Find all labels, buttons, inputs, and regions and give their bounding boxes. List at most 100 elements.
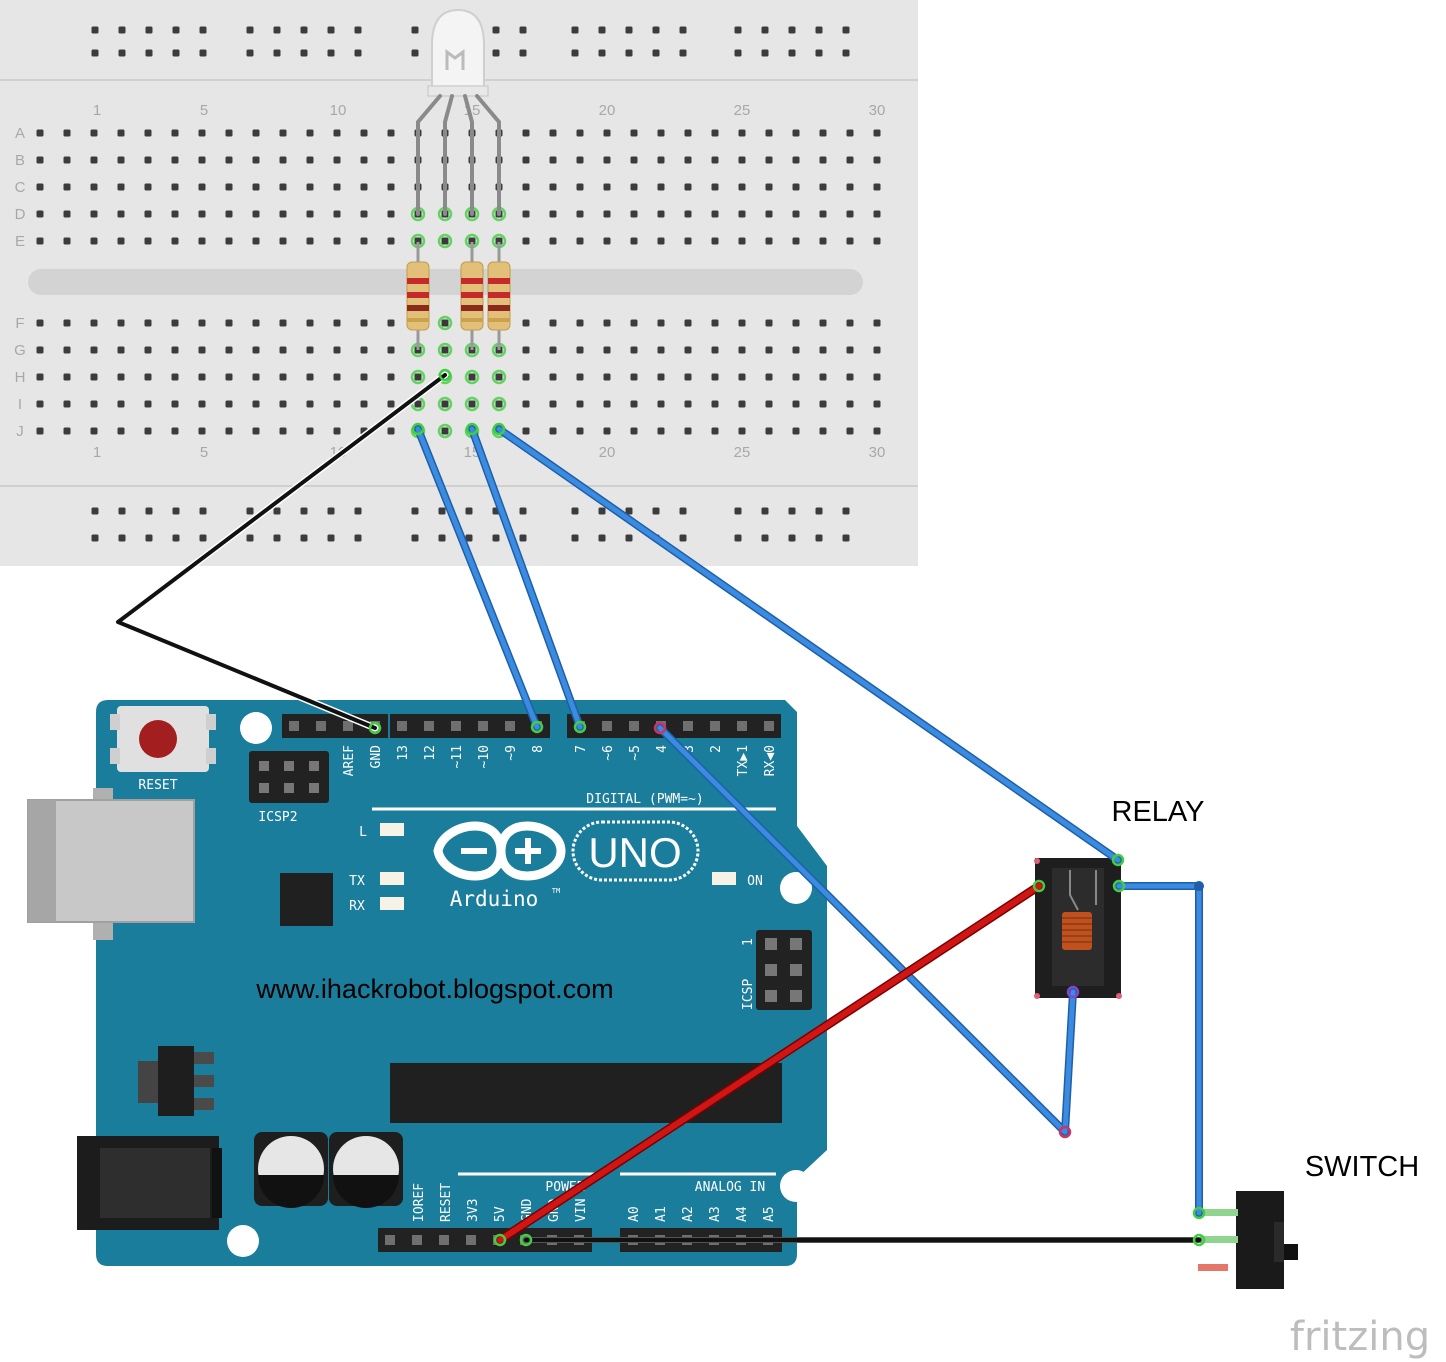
icsp-label: ICSP (741, 979, 756, 1010)
header-pin (451, 721, 461, 731)
rail-hole (815, 49, 823, 57)
wire-relay-to-switch[interactable] (1116, 883, 1202, 1216)
pin-label: 7 (574, 745, 589, 753)
connected-hole (437, 315, 453, 331)
breadboard-hole (252, 210, 260, 218)
breadboard-hole (846, 210, 854, 218)
wire-led-to-relay[interactable] (496, 426, 1121, 863)
connected-hole (410, 369, 426, 385)
breadboard-hole (63, 183, 71, 191)
breadboard-hole (603, 210, 611, 218)
row-letter: B (15, 152, 25, 169)
breadboard-hole (63, 129, 71, 137)
breadboard-hole (657, 346, 665, 354)
breadboard-hole (684, 129, 692, 137)
breadboard-hole (36, 156, 44, 164)
switch-actuator[interactable] (1284, 1244, 1298, 1260)
row-letter: I (18, 396, 22, 413)
breadboard-hole (279, 400, 287, 408)
breadboard-hole (549, 427, 557, 435)
trademark: TM (552, 887, 560, 895)
breadboard-hole (819, 156, 827, 164)
breadboard-hole (171, 129, 179, 137)
breadboard-hole (603, 129, 611, 137)
rail-hole (354, 534, 362, 542)
breadboard-hole (225, 373, 233, 381)
breadboard-hole (711, 129, 719, 137)
header-pin (466, 1235, 476, 1245)
rail-hole (300, 26, 308, 34)
pin-label: ~9 (504, 745, 519, 761)
breadboard-hole (711, 237, 719, 245)
pin-label: 4 (655, 745, 670, 753)
breadboard-hole (792, 237, 800, 245)
rail-hole (246, 26, 254, 34)
rail-hole (246, 507, 254, 515)
rail-hole (411, 534, 419, 542)
breadboard-hole (522, 237, 530, 245)
column-number: 1 (93, 444, 101, 461)
resistor-1 (406, 242, 430, 350)
breadboard-hole (171, 400, 179, 408)
breadboard-hole (711, 156, 719, 164)
connected-hole (437, 342, 453, 358)
led-rx-label: RX (349, 899, 365, 914)
pin-label: 12 (423, 745, 438, 761)
relay (1034, 858, 1122, 999)
rail-hole (145, 26, 153, 34)
rail-hole (734, 26, 742, 34)
row-letter: A (15, 125, 25, 142)
breadboard-hole (711, 427, 719, 435)
rail-hole (734, 49, 742, 57)
breadboard-hole (738, 319, 746, 327)
pin-label: ~6 (601, 745, 616, 761)
reset-button-cap[interactable] (139, 720, 177, 758)
breadboard-hole (360, 319, 368, 327)
breadboard-hole (738, 237, 746, 245)
breadboard-hole (144, 400, 152, 408)
pin-label: RX◀0 (763, 745, 778, 776)
breadboard-hole (441, 346, 449, 354)
rail-hole (734, 534, 742, 542)
breadboard-hole (306, 129, 314, 137)
rail-hole (118, 507, 126, 515)
reset-button[interactable] (110, 706, 216, 772)
wire-pin7[interactable] (469, 426, 583, 730)
breadboard-hole (414, 237, 422, 245)
pin-label: IOREF (412, 1183, 427, 1222)
wire-5v-to-relay[interactable] (497, 883, 1042, 1243)
wire-pin8[interactable] (415, 426, 540, 730)
fritzing-logo: fritzing (1290, 1314, 1430, 1360)
breadboard-hole (117, 237, 125, 245)
capacitor-2 (329, 1132, 403, 1208)
header-pin (737, 721, 747, 731)
pin-label: AREF (342, 745, 357, 776)
breadboard-hole (468, 237, 476, 245)
breadboard-hole (576, 400, 584, 408)
breadboard-hole (603, 183, 611, 191)
breadboard-hole (603, 237, 611, 245)
wire-pin4-to-relay[interactable] (657, 725, 1076, 1135)
mounting-hole (780, 872, 812, 904)
breadboard-hole (846, 129, 854, 137)
breadboard-hole (198, 129, 206, 137)
breadboard-hole (549, 210, 557, 218)
breadboard-hole (684, 373, 692, 381)
breadboard-hole (819, 129, 827, 137)
breadboard-hole (549, 237, 557, 245)
breadboard-hole (225, 346, 233, 354)
breadboard-hole (117, 346, 125, 354)
relay-label: RELAY (1112, 796, 1205, 828)
breadboard-hole (630, 427, 638, 435)
breadboard-hole (252, 237, 260, 245)
slide-switch[interactable] (1198, 1191, 1298, 1289)
breadboard-hole (279, 156, 287, 164)
pin-label: 13 (396, 745, 411, 761)
breadboard-hole (36, 237, 44, 245)
breadboard-hole (360, 156, 368, 164)
mounting-hole (240, 712, 272, 744)
breadboard-hole (198, 183, 206, 191)
breadboard-hole (765, 373, 773, 381)
rail-hole (788, 26, 796, 34)
rail-hole (679, 534, 687, 542)
